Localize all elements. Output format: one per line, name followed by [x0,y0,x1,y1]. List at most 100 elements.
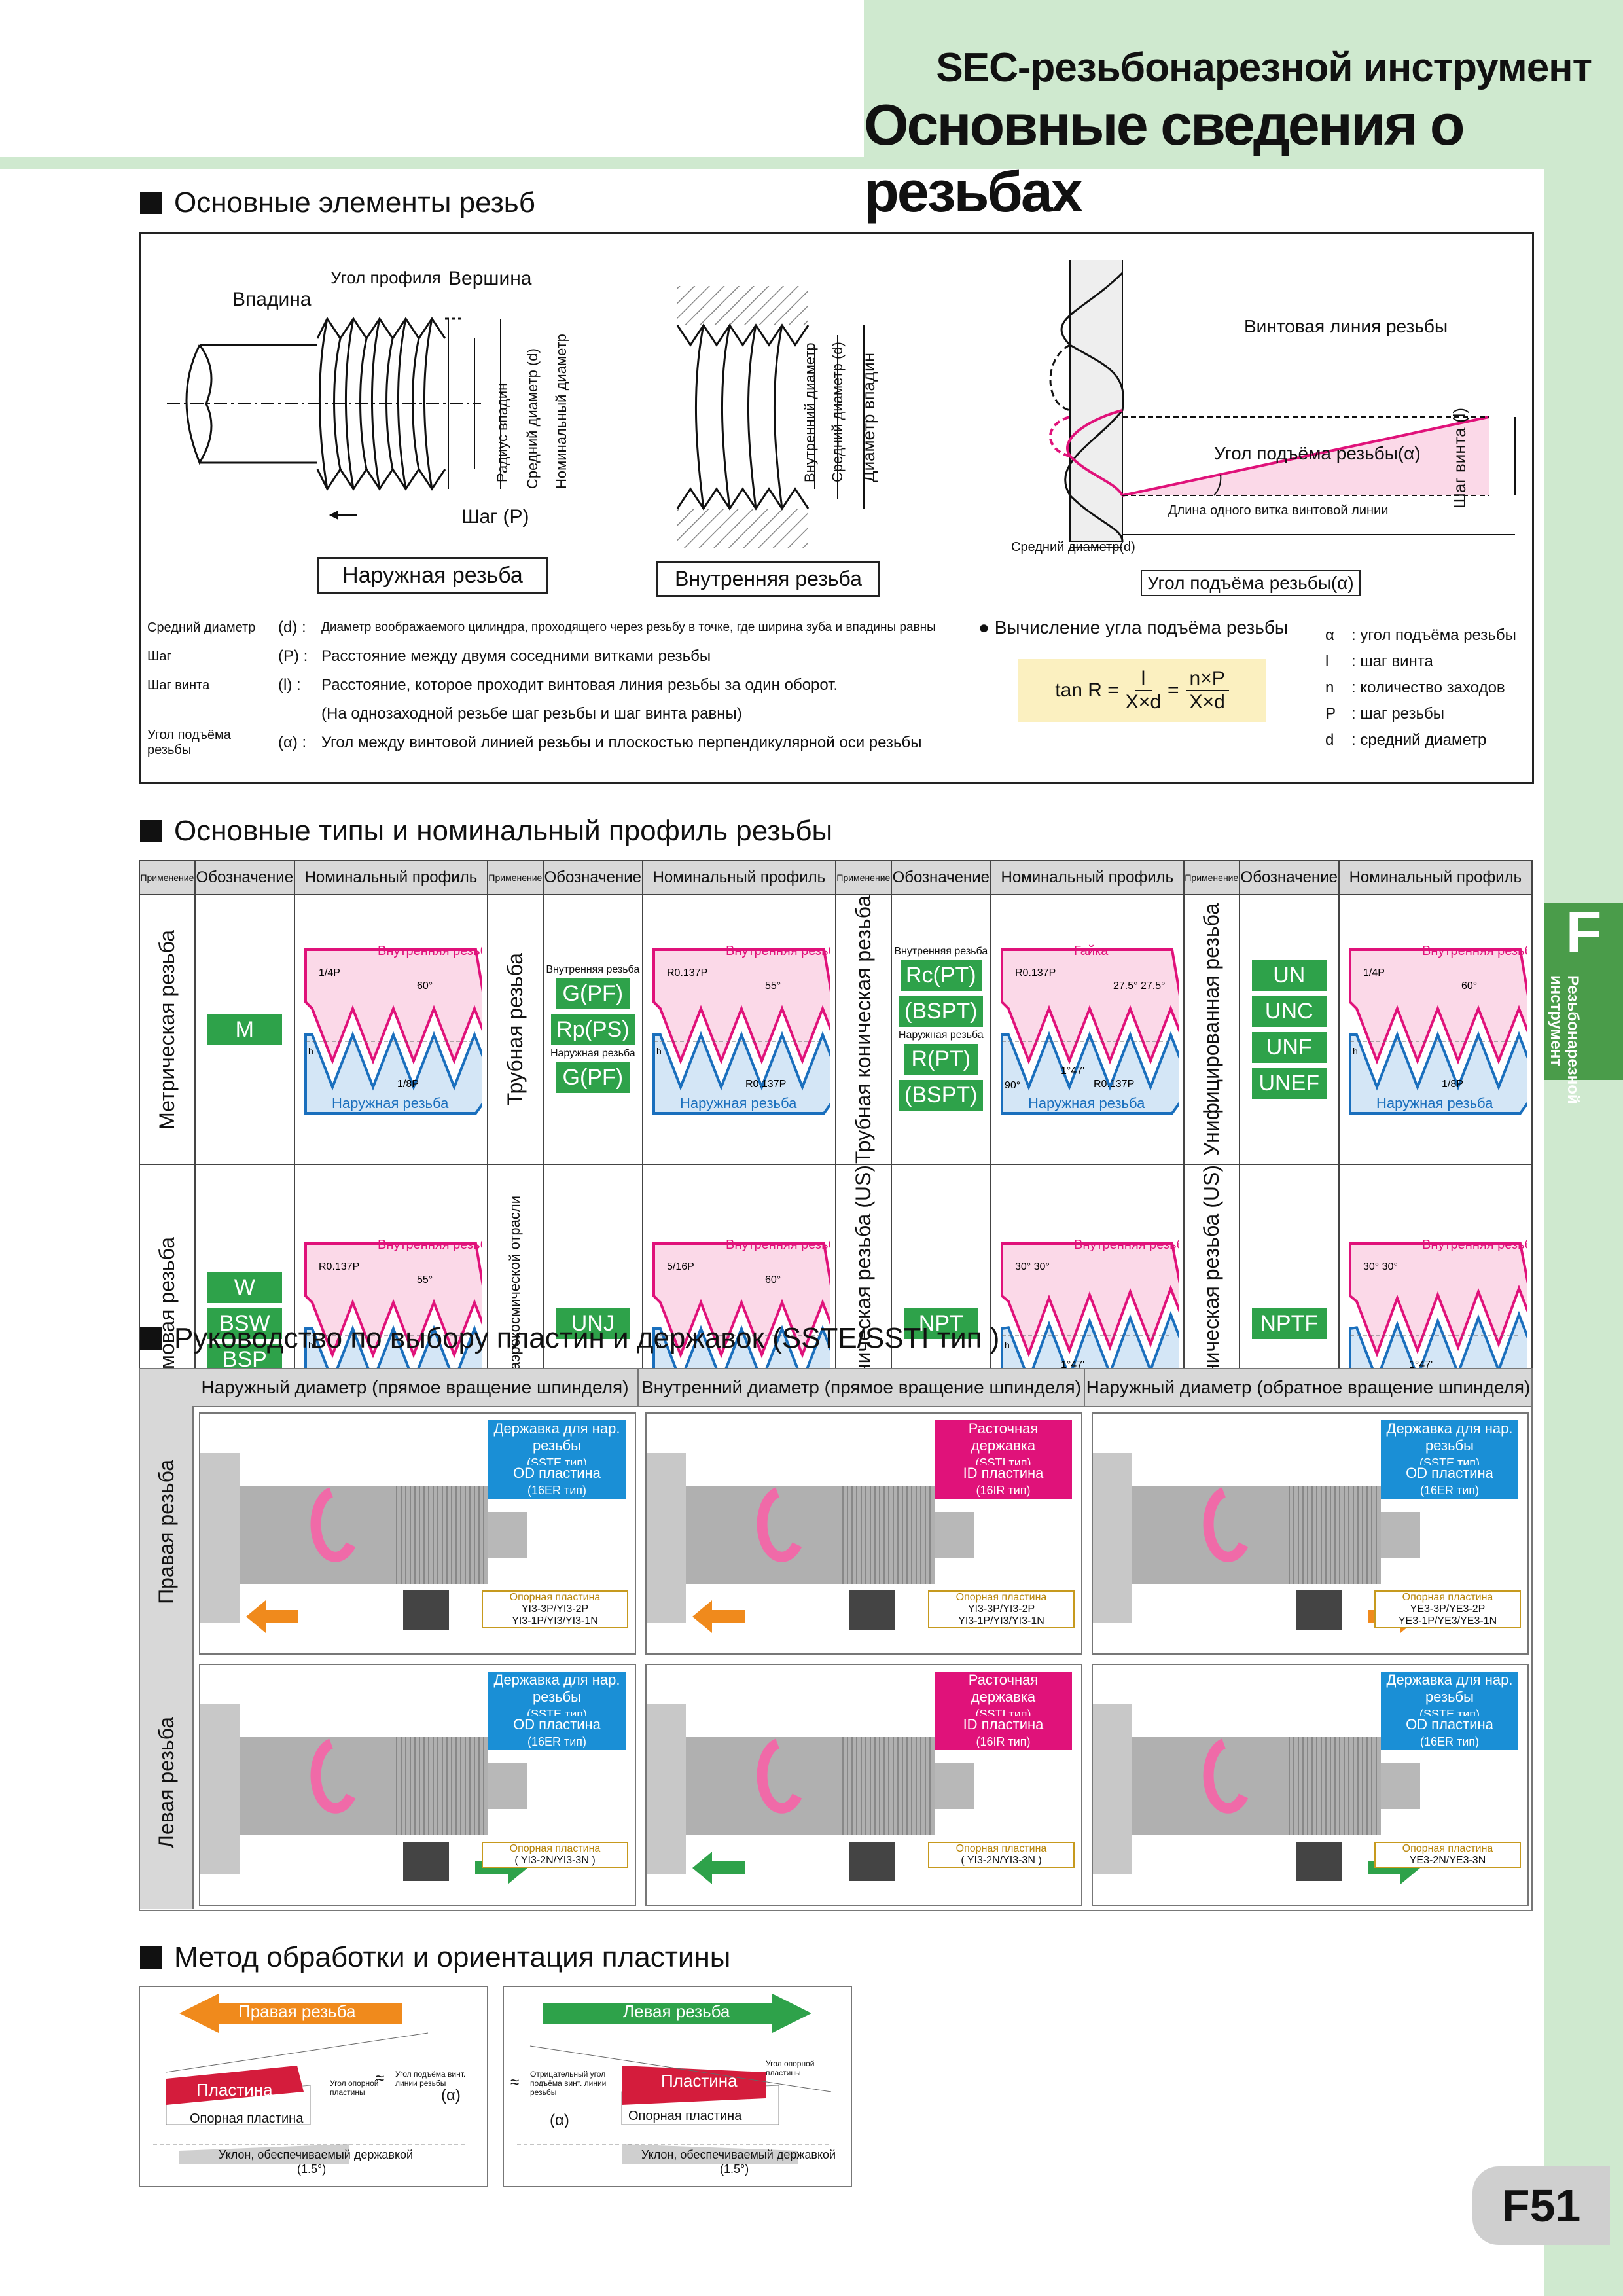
definition-term: Угол подъёма резьбы [147,728,231,757]
code-cell: Внутренняя резьба Rc(PT) (BSPT) Наружная… [890,893,991,1166]
profile-dim-label: 30° 30° [1015,1261,1050,1272]
profile-angle-label: 1°47' [1061,1066,1084,1077]
code-badge[interactable]: UNJ [555,1308,630,1339]
header-code: Обозначение [1238,860,1340,895]
code-badge[interactable]: R(PT) [903,1044,978,1075]
profile-svg: Внутренняя резьбаНаружная резьба1/4P60°1… [1349,944,1541,1115]
formula-numerator: l [1134,668,1152,691]
profile-angle-label: 55° [765,980,781,992]
table-header-row: Применение Обозначение Номинальный профи… [139,860,1533,895]
header-profile: Номинальный профиль [641,860,836,895]
formula-equals: = [1168,679,1179,701]
profile-angle-label: 60° [765,1274,781,1285]
side-bar [1544,169,1623,2296]
label-crest: Вершина [448,268,532,289]
insert-tag: OD пластина(16ER тип) [1381,1465,1518,1499]
profile-dim-label: R0.137P [1015,967,1056,978]
code-badge[interactable]: UNC [1251,996,1327,1028]
profile-top-label: Внутренняя резьба [726,1238,830,1252]
label-nominal-diameter: Номинальный диаметр [553,334,569,489]
profile-svg: Внутренняя резьбаНаружная резьбаR0.137P5… [652,944,845,1115]
profile-angle-label: 55° [417,1274,433,1285]
definitions-list: Средний диаметр (d) : Диаметр воображаем… [147,613,1018,757]
profile-bottom-label: Наружная резьба [680,1095,797,1111]
bullet-square-icon [140,820,162,842]
formula-fraction-1: l X×d [1126,668,1161,713]
profile-top-label: Внутренняя резьба [378,944,482,958]
legend-item: P: шаг резьбы [1325,705,1445,723]
section-title-method: Метод обработки и ориентация пластины [140,1941,730,1974]
guide-cell: Державка для нар. резьбы(SSTE тип)OD пла… [199,1664,636,1906]
app-cell: Трубная резьба [486,893,544,1166]
formula-denominator: X×d [1189,691,1225,713]
slope-value: (1.5°) [720,2162,749,2176]
alpha-label: (α) [441,2087,461,2104]
guide-col-header: Наружный диаметр (обратное вращение шпин… [1085,1369,1531,1407]
profile-dim-label: 1/4P [319,967,340,978]
code-badge[interactable]: G(PF) [555,1062,630,1093]
code-badge[interactable]: UNEF [1251,1068,1327,1100]
code-badge[interactable]: UNF [1251,1032,1327,1064]
guide-illustration [200,1704,527,1884]
side-tab[interactable]: F Резьбонарезной инструмент [1544,900,1623,1104]
slope-value: (1.5°) [297,2162,327,2176]
code-subtitle: Внутренняя резьба [894,946,988,958]
profile-cell: Внутренняя резьбаНаружная резьбаR0.137P5… [641,893,845,1166]
approx-symbol: ≈ [510,2073,520,2091]
code-badge[interactable]: Rc(PT) [900,960,982,992]
guide-cell: Державка для нар. резьбы(SSTE тип)OD пла… [1092,1412,1529,1655]
code-badge[interactable]: NPTF [1251,1308,1327,1339]
definition-text: Диаметр воображаемого цилиндра, проходящ… [321,620,936,634]
code-badge[interactable]: Rp(PS) [551,1014,635,1045]
definition-term: Шаг [147,649,171,664]
profile-dim-label: 30° 30° [1363,1261,1398,1272]
table-row: Метрическая резьба M Внутренняя резьбаНа… [139,893,1541,1166]
label-helix: Винтовая линия резьбы [1244,316,1448,336]
code-badge[interactable]: NPT [903,1308,978,1339]
code-badge[interactable]: G(PF) [555,978,630,1009]
profile-top-label: Внутренняя резьба [1074,1238,1179,1252]
profile-top-label: Внутренняя резьба [1422,1238,1527,1252]
anvil-label: Опорная пластина [190,2111,304,2126]
definition-text: (На однозаходной резьбе шаг резьбы и шаг… [321,705,742,723]
profile-top-label: Внутренняя резьба [378,1238,482,1252]
label-pitch-diameter: Средний диаметр (d) [524,348,541,489]
definition-row: Шаг (P) : Расстояние между двумя соседни… [147,642,1018,671]
header-app: Применение [139,860,196,895]
profile-dim-label: 1/4P [1363,967,1385,978]
section3-title: Руководство по выбору пластин и державок… [174,1322,1000,1354]
guide-row-header: Правая резьба [140,1406,194,1659]
page-number: F51 [1472,2166,1610,2245]
code-badge[interactable]: (BSPT) [899,1080,983,1111]
app-cell: Унифицированная резьба [1183,893,1240,1166]
profile-h-label: h [1005,1340,1010,1350]
code-badge[interactable]: M [207,1014,282,1045]
guide-row-header: Левая резьба [140,1657,194,1909]
code-badge[interactable]: W [207,1272,282,1303]
legend-item: d: средний диаметр [1325,731,1487,749]
definition-row: Средний диаметр (d) : Диаметр воображаем… [147,613,1018,642]
label-root-diameter: Диаметр впадин [859,352,878,482]
app-cell: Трубная коническая резьба [834,893,892,1166]
code-badge[interactable]: UN [1251,960,1327,992]
profile-angle-label: 90° [1005,1080,1020,1091]
profile-h-label: h [656,1340,662,1350]
thread-elements-box: Впадина Угол профиля Вершина Радиус впад… [139,232,1534,784]
code-badge[interactable]: (BSPT) [899,996,983,1028]
insert-tag: ID пластина(16IR тип) [935,1716,1072,1750]
label-root-radius: Радиус впадин [494,382,510,482]
header-profile: Номинальный профиль [990,860,1185,895]
label-pitch: Шаг (P) [461,506,529,528]
formula-legend: α: угол подъёма резьбы l: шаг винта n: к… [1325,622,1516,753]
profile-bottom-label: Наружная резьба [1028,1095,1145,1111]
code-badge[interactable]: BSW [207,1308,282,1339]
approx-symbol: ≈ [376,2070,385,2087]
profile-cell: Внутренняя резьбаНаружная резьба1/4P60°1… [293,893,497,1166]
header-code: Обозначение [890,860,991,895]
page-header: SEC-резьбонарезной инструмент Основные с… [864,0,1623,224]
profile-h-label: h [308,1340,313,1350]
definition-symbol: (α) : [278,734,307,751]
